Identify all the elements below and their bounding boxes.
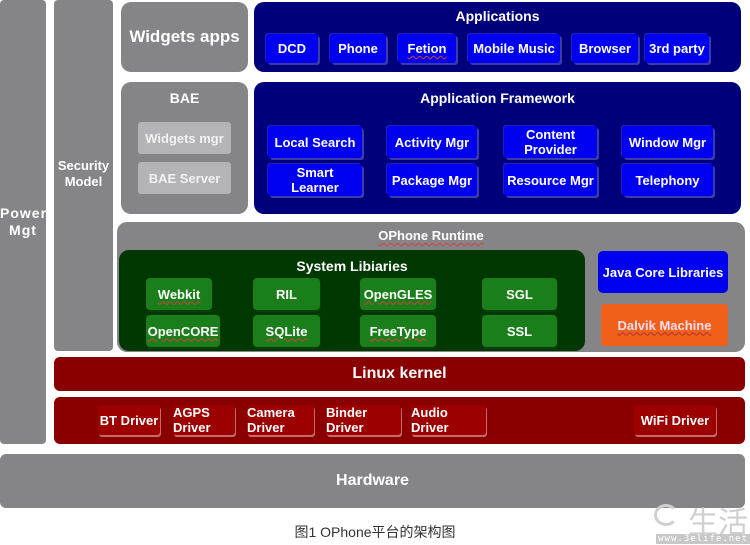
linux-kernel-title: Linux kernel: [352, 365, 447, 382]
lib-opencore: OpenCORE: [146, 315, 220, 347]
drivers-block: BT Driver AGPS Driver Camera Driver Bind…: [54, 397, 745, 444]
lib-sqlite: SQLite: [253, 315, 320, 347]
runtime-title: OPhone Runtime: [378, 228, 484, 243]
bae-title: BAE: [169, 90, 200, 106]
app-mobile-music: Mobile Music: [468, 34, 560, 63]
lib-ssl: SSL: [482, 315, 557, 347]
widgets-apps-label: Widgets apps: [129, 27, 240, 46]
fw-activity-mgr: Activity Mgr: [387, 126, 477, 158]
bae-server: BAE Server: [138, 162, 231, 194]
lib-webkit: Webkit: [146, 278, 212, 310]
app-phone: Phone: [330, 34, 386, 63]
system-libraries-block: System Libiaries Webkit RIL OpenGLES SGL…: [119, 250, 585, 351]
driver-binder: Binder Driver: [326, 405, 401, 435]
power-mgt-label-1: Power: [0, 205, 48, 221]
security-model-block: Security Model: [54, 0, 113, 351]
power-mgt-label-2: Mgt: [9, 222, 37, 238]
app-browser: Browser: [572, 34, 638, 63]
hardware-block: Hardware: [0, 454, 745, 508]
driver-audio: Audio Driver: [411, 405, 486, 435]
linux-kernel-block: Linux kernel: [54, 357, 745, 391]
lib-sgl: SGL: [482, 278, 557, 310]
system-libraries-title: System Libiaries: [296, 258, 408, 274]
security-model-label-2: Model: [64, 174, 103, 189]
fw-resource-mgr: Resource Mgr: [504, 164, 597, 196]
fw-telephony: Telephony: [622, 164, 713, 196]
lib-opengles: OpenGLES: [360, 278, 436, 310]
watermark-url: www.3elife.net: [656, 534, 750, 544]
watermark-logo-icon: [654, 504, 678, 526]
lib-freetype: FreeType: [360, 315, 436, 347]
application-framework-block: Application Framework Local Search Activ…: [254, 82, 741, 214]
dalvik-machine: Dalvik Machine: [601, 304, 728, 346]
fw-local-search: Local Search: [268, 126, 362, 158]
applications-title: Applications: [455, 8, 540, 24]
power-mgt-block: Power Mgt: [0, 0, 46, 444]
app-3rd-party: 3rd party: [645, 34, 709, 63]
app-dcd: DCD: [266, 34, 318, 63]
lib-ril: RIL: [253, 278, 320, 310]
fw-window-mgr: Window Mgr: [622, 126, 713, 158]
figure-caption: 图1 OPhone平台的架构图: [294, 524, 456, 540]
hardware-label: Hardware: [336, 472, 409, 489]
security-model-label-1: Security: [57, 158, 110, 173]
driver-camera: Camera Driver: [247, 405, 314, 435]
watermark: 生活 www.3elife.net: [650, 498, 750, 545]
widgets-apps-block: Widgets apps: [121, 2, 248, 72]
bae-block: BAE Widgets mgr BAE Server: [121, 82, 248, 214]
driver-wifi-box: WiFi Driver: [634, 405, 716, 435]
app-fetion: Fetion: [398, 34, 456, 63]
driver-bt: BT Driver: [98, 405, 160, 435]
fw-package-mgr: Package Mgr: [387, 164, 477, 196]
ophone-runtime-block: OPhone Runtime System Libiaries Webkit R…: [117, 222, 745, 352]
driver-agps: AGPS Driver: [173, 405, 235, 435]
bae-widgets-mgr: Widgets mgr: [138, 122, 231, 154]
java-core-libraries: Java Core Libraries: [598, 251, 728, 293]
framework-title: Application Framework: [420, 90, 575, 106]
applications-block: Applications DCD Phone Fetion Mobile Mus…: [254, 2, 741, 72]
